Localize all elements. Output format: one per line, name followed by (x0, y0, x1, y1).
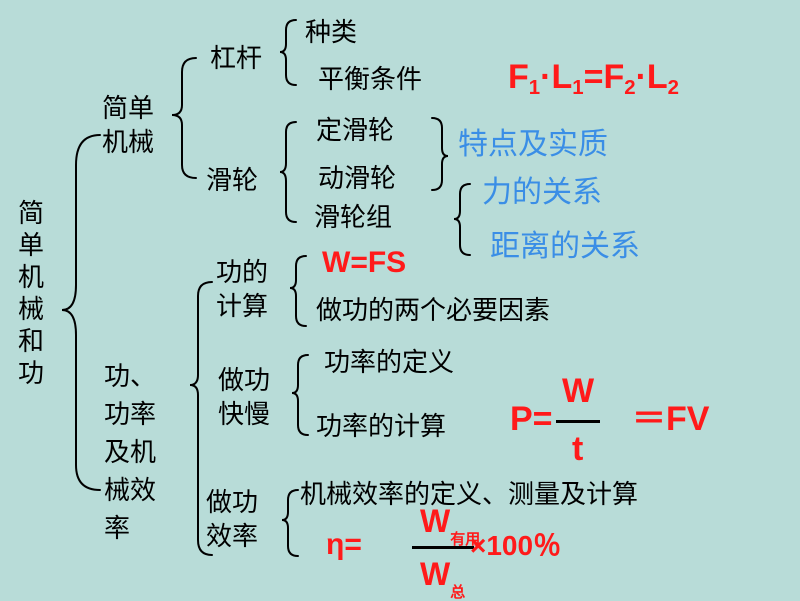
bracket-efficiency (281, 489, 299, 557)
bracket-calc (289, 255, 307, 327)
pulley-distance-relation: 距离的关系 (490, 229, 640, 264)
efficiency-description: 机械效率的定义、测量及计算 (300, 480, 639, 510)
work-label: 功、功率及机械效率 (104, 362, 157, 544)
power-calc: 功率的计算 (316, 412, 447, 442)
power-fraction-bar (556, 420, 600, 423)
efficiency-fraction-bar (412, 546, 474, 549)
power-formula-lhs: P= (510, 400, 553, 438)
efficiency-formula-lhs: η= (326, 528, 362, 561)
bracket-pulley-features (431, 117, 449, 191)
pulley-label: 滑轮 (206, 166, 259, 196)
bracket-pulley (279, 121, 297, 223)
efficiency-denominator-subscript: 总 (450, 584, 466, 601)
bracket-speed (291, 354, 309, 436)
bracket-simple-machines (171, 57, 197, 179)
power-formula-denominator: t (572, 430, 584, 468)
lever-formula: F1·L1=F2·L2 (508, 58, 680, 100)
pulley-movable: 动滑轮 (318, 164, 397, 194)
bracket-work (189, 281, 213, 556)
bracket-pulley-block (453, 183, 471, 256)
work-calc-label: 功的计算 (216, 258, 269, 322)
efficiency-numerator-subscript: 有用 (450, 531, 481, 548)
lever-label: 杠杆 (210, 44, 263, 74)
pulley-block: 滑轮组 (314, 203, 393, 233)
work-speed-label: 做功快慢 (218, 366, 271, 430)
lever-balance: 平衡条件 (318, 65, 423, 95)
power-formula-rhs: ＝FV (632, 400, 710, 438)
efficiency-formula-numerator: W有用 (420, 503, 481, 548)
efficiency-label: 做功效率 (206, 488, 259, 552)
power-formula-numerator: W (562, 372, 595, 410)
pulley-fixed: 定滑轮 (316, 116, 395, 146)
efficiency-formula-denominator: W总 (420, 556, 466, 601)
power-definition: 功率的定义 (324, 348, 455, 378)
lever-kinds: 种类 (305, 18, 358, 48)
root-label: 简单机械和功 (17, 199, 44, 389)
work-factors: 做功的两个必要因素 (316, 296, 551, 326)
bracket-root (61, 134, 101, 491)
bracket-lever (279, 19, 297, 86)
efficiency-formula-times: ×100％ (470, 530, 562, 561)
pulley-features: 特点及实质 (458, 127, 608, 162)
work-formula: W=FS (322, 246, 407, 279)
pulley-force-relation: 力的关系 (482, 175, 602, 210)
simple-machines-label: 简单机械 (102, 94, 155, 158)
